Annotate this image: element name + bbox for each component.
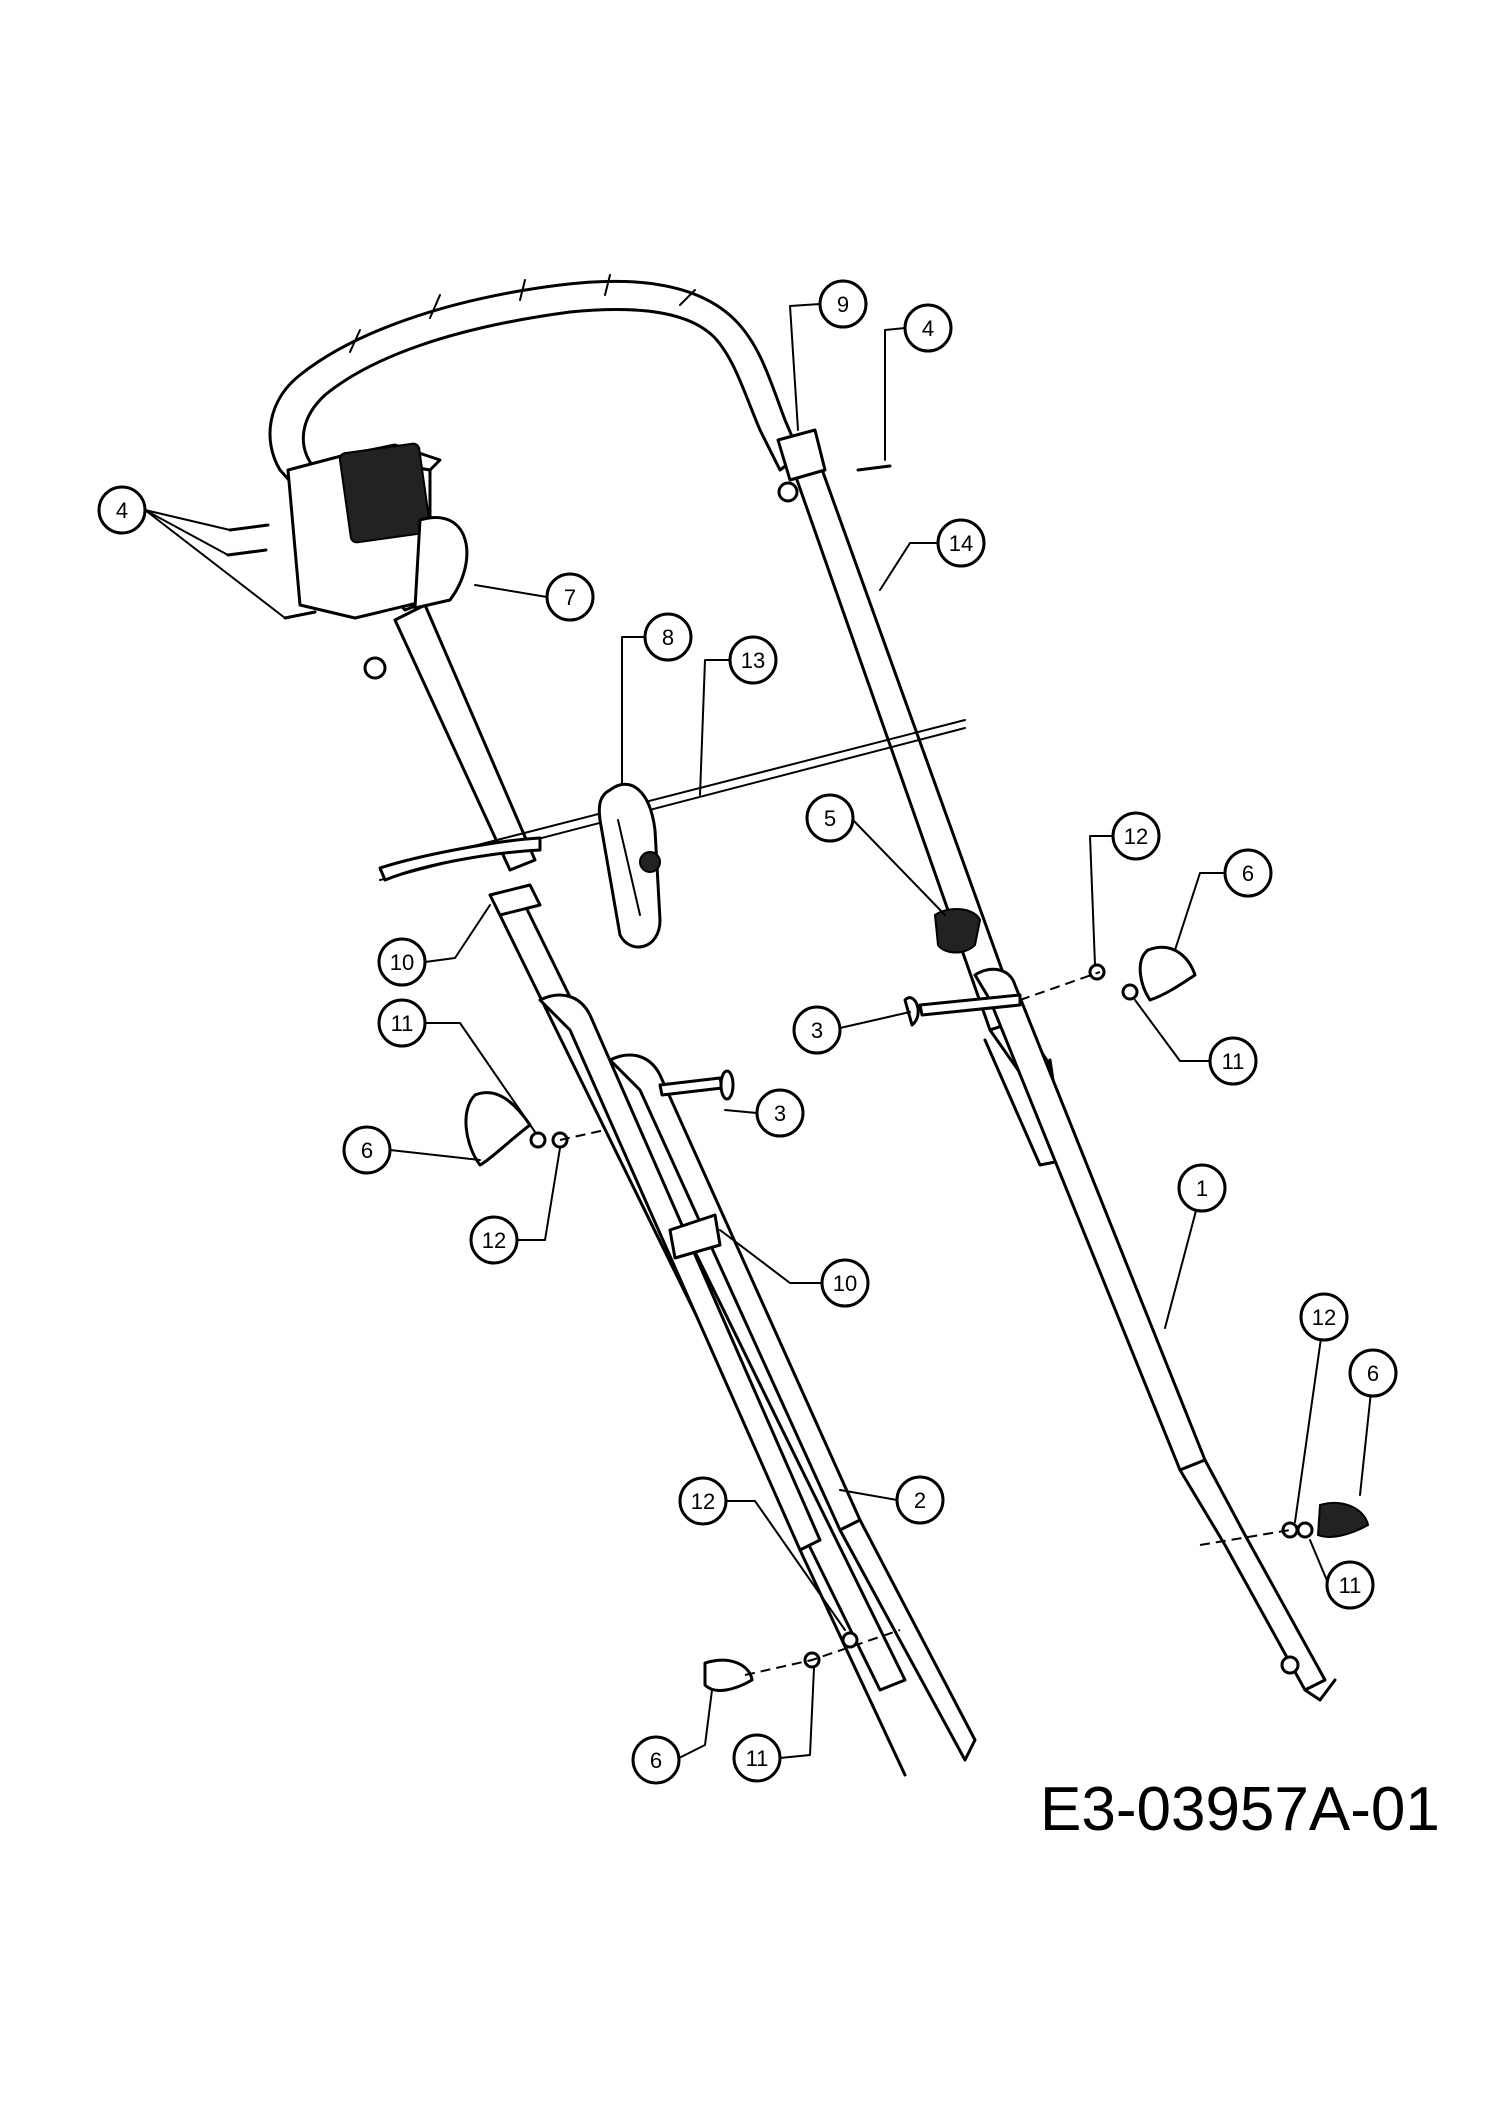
callout-11: 11 bbox=[377, 998, 536, 1133]
hardware bbox=[226, 428, 1370, 1692]
callout-4: 4 bbox=[97, 485, 286, 619]
callout-1: 1 bbox=[1164, 1163, 1227, 1329]
control-cable bbox=[378, 719, 966, 882]
callout-label: 3 bbox=[811, 1018, 823, 1043]
callout-label: 10 bbox=[390, 950, 414, 975]
callout-label: 3 bbox=[774, 1101, 786, 1126]
callout-label: 13 bbox=[741, 648, 765, 673]
callout-5: 5 bbox=[805, 793, 946, 916]
callout-6: 6 bbox=[1174, 848, 1273, 951]
callout-label: 6 bbox=[650, 1748, 662, 1773]
callout-label: 4 bbox=[922, 316, 934, 341]
callout-label: 11 bbox=[1222, 1049, 1245, 1074]
callout-12: 12 bbox=[1294, 1292, 1349, 1523]
callout-4: 4 bbox=[884, 303, 953, 461]
cable-clip bbox=[597, 782, 662, 949]
callout-label: 9 bbox=[837, 292, 849, 317]
callout-label: 14 bbox=[949, 531, 973, 556]
callout-label: 12 bbox=[691, 1489, 715, 1514]
callout-2: 2 bbox=[839, 1475, 945, 1525]
callout-12: 12 bbox=[1089, 811, 1161, 966]
callout-3: 3 bbox=[792, 1005, 911, 1055]
callout-12: 12 bbox=[678, 1476, 846, 1631]
callout-10: 10 bbox=[719, 1229, 870, 1308]
callout-label: 12 bbox=[482, 1228, 506, 1253]
callout-label: 2 bbox=[914, 1488, 926, 1513]
callout-label: 10 bbox=[833, 1271, 857, 1296]
callout-7: 7 bbox=[474, 572, 595, 622]
callout-label: 6 bbox=[1367, 1361, 1379, 1386]
callout-label: 12 bbox=[1124, 824, 1148, 849]
callout-11: 11 bbox=[1309, 1539, 1375, 1610]
callout-11: 11 bbox=[732, 1667, 815, 1783]
callout-11: 11 bbox=[1134, 999, 1258, 1086]
callout-list: 1 2 3 3 4 4 bbox=[97, 279, 1398, 1785]
callout-8: 8 bbox=[621, 612, 693, 786]
callout-label: 4 bbox=[116, 498, 128, 523]
callout-label: 5 bbox=[824, 806, 836, 831]
callout-label: 1 bbox=[1196, 1176, 1208, 1201]
drawing-code: E3-03957A-01 bbox=[1040, 1775, 1440, 1844]
callout-label: 11 bbox=[746, 1746, 769, 1771]
control-box bbox=[286, 442, 469, 680]
callout-14: 14 bbox=[879, 518, 986, 591]
callout-3: 3 bbox=[724, 1088, 805, 1138]
callout-6: 6 bbox=[342, 1125, 481, 1175]
callout-9: 9 bbox=[789, 279, 868, 431]
lower-handle-left bbox=[493, 893, 977, 1777]
callout-label: 7 bbox=[564, 585, 576, 610]
callout-6: 6 bbox=[631, 1689, 713, 1785]
lower-handle-right bbox=[973, 967, 1337, 1702]
callout-label: 8 bbox=[662, 625, 674, 650]
callout-label: 11 bbox=[1339, 1573, 1362, 1598]
callout-label: 6 bbox=[361, 1138, 373, 1163]
callout-12: 12 bbox=[469, 1147, 561, 1265]
callout-label: 6 bbox=[1242, 861, 1254, 886]
callout-10: 10 bbox=[377, 904, 491, 987]
callout-label: 11 bbox=[391, 1011, 414, 1036]
callout-6: 6 bbox=[1348, 1348, 1398, 1496]
callout-13: 13 bbox=[699, 635, 778, 796]
callout-label: 12 bbox=[1312, 1305, 1336, 1330]
